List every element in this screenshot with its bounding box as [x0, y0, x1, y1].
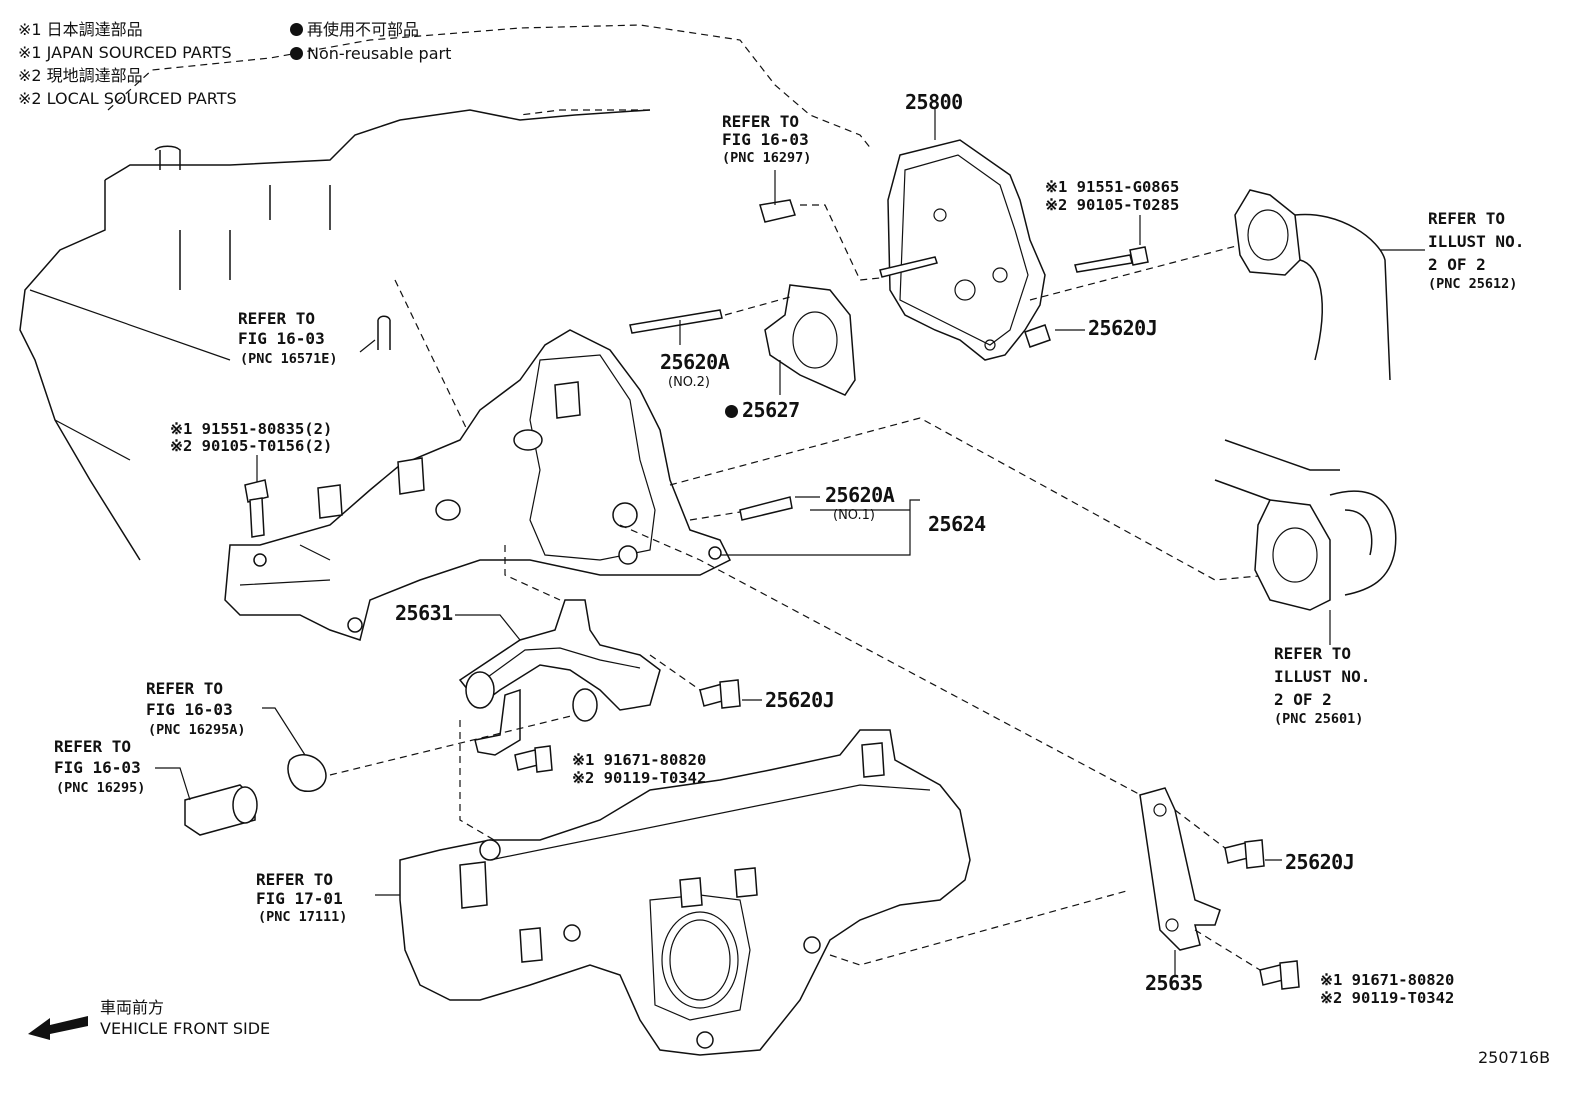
ref-fig1603-top-l1[interactable]: REFER TO [722, 112, 800, 131]
part-25631[interactable]: 25631 [395, 601, 453, 625]
part-25620A-no1-sub: (NO.1) [833, 508, 875, 523]
ref-illust-top-l3: 2 OF 2 [1428, 255, 1486, 274]
ref-illust-mid-l3: 2 OF 2 [1274, 690, 1332, 709]
legend-japan-en: ※1 JAPAN SOURCED PARTS [18, 43, 232, 62]
part-25620A-no2[interactable]: 25620A [660, 350, 730, 374]
part-25620J-c[interactable]: 25620J [1285, 850, 1355, 874]
bullet-icon [290, 23, 303, 36]
bolt-90119-T0342-bottom[interactable]: ※2 90119-T0342 [1320, 989, 1455, 1007]
bolt-90105-T0285[interactable]: ※2 90105-T0285 [1045, 196, 1180, 214]
ref-fig1603-left-l2[interactable]: FIG 16-03 [238, 329, 325, 348]
vehicle-front-jp: 車両前方 [100, 998, 165, 1017]
legend-japan-jp: ※1 日本調達部品 [18, 20, 143, 39]
part-25627[interactable]: 25627 [725, 400, 800, 420]
legend-local-en: ※2 LOCAL SOURCED PARTS [18, 89, 237, 108]
part-25800[interactable]: 25800 [905, 90, 963, 114]
part-25635[interactable]: 25635 [1145, 971, 1203, 995]
ref-fig1603-a-l2[interactable]: FIG 16-03 [146, 700, 233, 719]
ref-illust-top-l2[interactable]: ILLUST NO. [1428, 232, 1525, 251]
ref-fig1603-b-l2[interactable]: FIG 16-03 [54, 758, 141, 777]
bolt-90105-T0156[interactable]: ※2 90105-T0156(2) [170, 437, 333, 455]
ref-fig1603-top-l3: (PNC 16297) [722, 150, 812, 166]
diagram-id: 250716B [1478, 1048, 1551, 1067]
ref-fig1603-a-l3: (PNC 16295A) [148, 722, 246, 738]
part-25620A-no1[interactable]: 25620A [825, 483, 895, 507]
ref-illust-mid-l4: (PNC 25601) [1274, 711, 1364, 727]
part-25624[interactable]: 25624 [928, 512, 986, 536]
ref-fig1603-left-l3: (PNC 16571E) [240, 351, 338, 367]
ref-fig1603-top-l2[interactable]: FIG 16-03 [722, 130, 809, 149]
part-25620J-b[interactable]: 25620J [765, 688, 835, 712]
nonreusable-icon [725, 405, 738, 418]
legend-nonreusable-en: Non-reusable part [290, 46, 451, 62]
bolt-91671-80820-mid[interactable]: ※1 91671-80820 [572, 751, 707, 769]
ref-fig1701-l3: (PNC 17111) [258, 909, 348, 925]
ref-illust-top-l4: (PNC 25612) [1428, 276, 1518, 292]
ref-fig1603-a-l1[interactable]: REFER TO [146, 679, 224, 698]
ref-fig1701-l2[interactable]: FIG 17-01 [256, 889, 343, 908]
ref-fig1701-l1[interactable]: REFER TO [256, 870, 334, 889]
ref-illust-mid-l1[interactable]: REFER TO [1274, 644, 1352, 663]
ref-fig1603-b-l1[interactable]: REFER TO [54, 737, 132, 756]
part-25620A-no2-sub: (NO.2) [668, 375, 710, 390]
arrow-left-icon [28, 1016, 88, 1040]
bolt-91551-80835[interactable]: ※1 91551-80835(2) [170, 420, 333, 438]
ref-fig1603-left-l1[interactable]: REFER TO [238, 309, 316, 328]
bolt-91671-80820-bottom[interactable]: ※1 91671-80820 [1320, 971, 1455, 989]
bolt-91551-G0865[interactable]: ※1 91551-G0865 [1045, 178, 1180, 196]
bolt-90119-T0342-mid[interactable]: ※2 90119-T0342 [572, 769, 707, 787]
bullet-icon [290, 47, 303, 60]
legend-local-jp: ※2 現地調達部品 [18, 66, 143, 85]
part-25620J-a[interactable]: 25620J [1088, 316, 1158, 340]
vehicle-front-en: VEHICLE FRONT SIDE [100, 1019, 271, 1038]
ref-illust-mid-l2[interactable]: ILLUST NO. [1274, 667, 1371, 686]
ref-illust-top-l1[interactable]: REFER TO [1428, 209, 1506, 228]
legend-nonreusable-jp: 再使用不可部品 [290, 22, 419, 38]
ref-fig1603-b-l3: (PNC 16295) [56, 780, 146, 796]
